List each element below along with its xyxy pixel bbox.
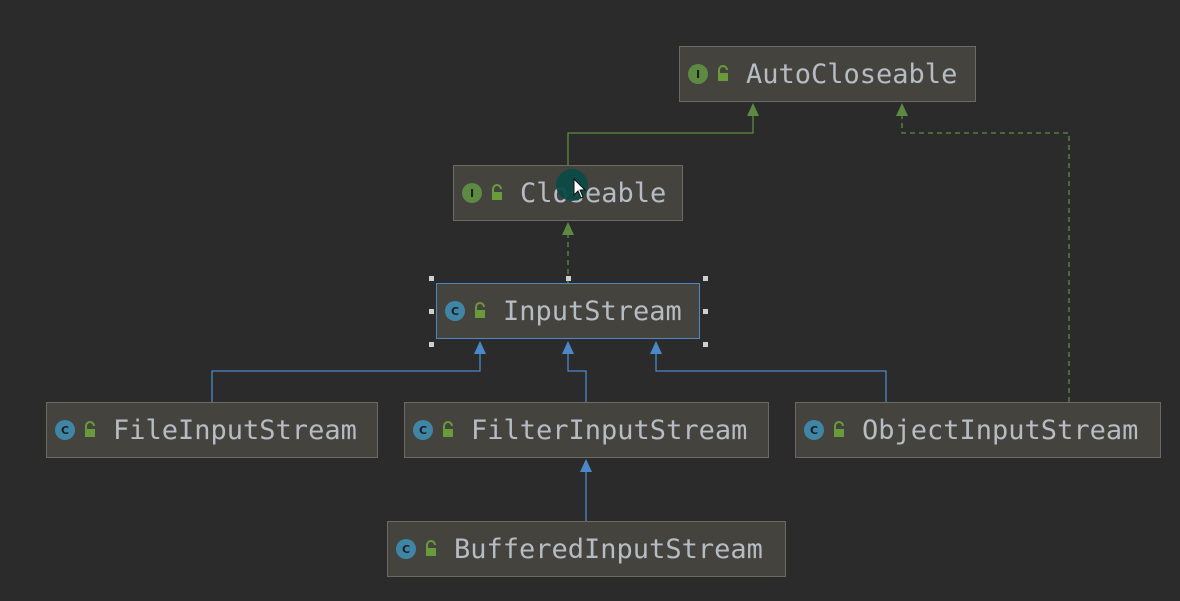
arrowhead-filterinputstream — [580, 459, 592, 472]
inputstream-label: InputStream — [503, 295, 682, 327]
fileinputstream-node[interactable]: C FileInputStream — [46, 402, 378, 458]
public-lock-icon — [832, 420, 846, 440]
inputstream-node[interactable]: C InputStream — [436, 283, 700, 339]
objectinputstream-label: ObjectInputStream — [862, 414, 1139, 446]
filterinputstream-node[interactable]: C FilterInputStream — [404, 402, 769, 458]
resize-handle-bottom-left[interactable] — [429, 342, 434, 347]
resize-handle-top-middle[interactable] — [566, 276, 571, 281]
class-badge-icon: C — [55, 420, 75, 440]
arrowhead-inputstream-right — [650, 341, 662, 354]
class-badge-icon: C — [445, 301, 465, 321]
autocloseable-label: AutoCloseable — [746, 58, 958, 90]
closeable-extends-autocloseable-edge — [567, 116, 754, 165]
class-badge-icon: C — [804, 420, 824, 440]
public-lock-icon — [441, 420, 455, 440]
closeable-label: Closeable — [520, 177, 667, 209]
arrowhead-closeable — [562, 222, 574, 235]
interface-badge-icon: I — [462, 183, 482, 203]
interface-badge-icon: I — [688, 64, 708, 84]
objectinputstream-implements-autocloseable-edge — [901, 116, 1070, 402]
bufferedinputstream-node[interactable]: C BufferedInputStream — [387, 521, 786, 577]
public-lock-icon — [490, 183, 504, 203]
class-badge-icon: C — [413, 420, 433, 440]
resize-handle-middle-left[interactable] — [429, 309, 434, 314]
filterinputstream-label: FilterInputStream — [471, 414, 748, 446]
resize-handle-top-right[interactable] — [703, 276, 708, 281]
objectinputstream-node[interactable]: C ObjectInputStream — [795, 402, 1161, 458]
class-badge-icon: C — [396, 539, 416, 559]
objectinputstream-extends-inputstream-edge — [655, 354, 887, 402]
fileinputstream-extends-inputstream-edge — [211, 354, 481, 402]
resize-handle-top-left[interactable] — [429, 276, 434, 281]
public-lock-icon — [473, 301, 487, 321]
public-lock-icon — [716, 64, 730, 84]
arrowhead-inputstream-middle — [562, 341, 574, 354]
public-lock-icon — [83, 420, 97, 440]
arrowhead-inputstream-left — [474, 341, 486, 354]
arrowhead-autocloseable-right — [896, 103, 908, 116]
bufferedinputstream-label: BufferedInputStream — [454, 533, 763, 565]
filterinputstream-extends-inputstream-edge — [567, 354, 587, 402]
resize-handle-middle-right[interactable] — [703, 309, 708, 314]
public-lock-icon — [424, 539, 438, 559]
closeable-node[interactable]: I Closeable — [453, 165, 683, 221]
arrowhead-autocloseable-left — [747, 103, 759, 116]
resize-handle-bottom-right[interactable] — [703, 342, 708, 347]
autocloseable-node[interactable]: I AutoCloseable — [679, 46, 976, 102]
fileinputstream-label: FileInputStream — [113, 414, 357, 446]
